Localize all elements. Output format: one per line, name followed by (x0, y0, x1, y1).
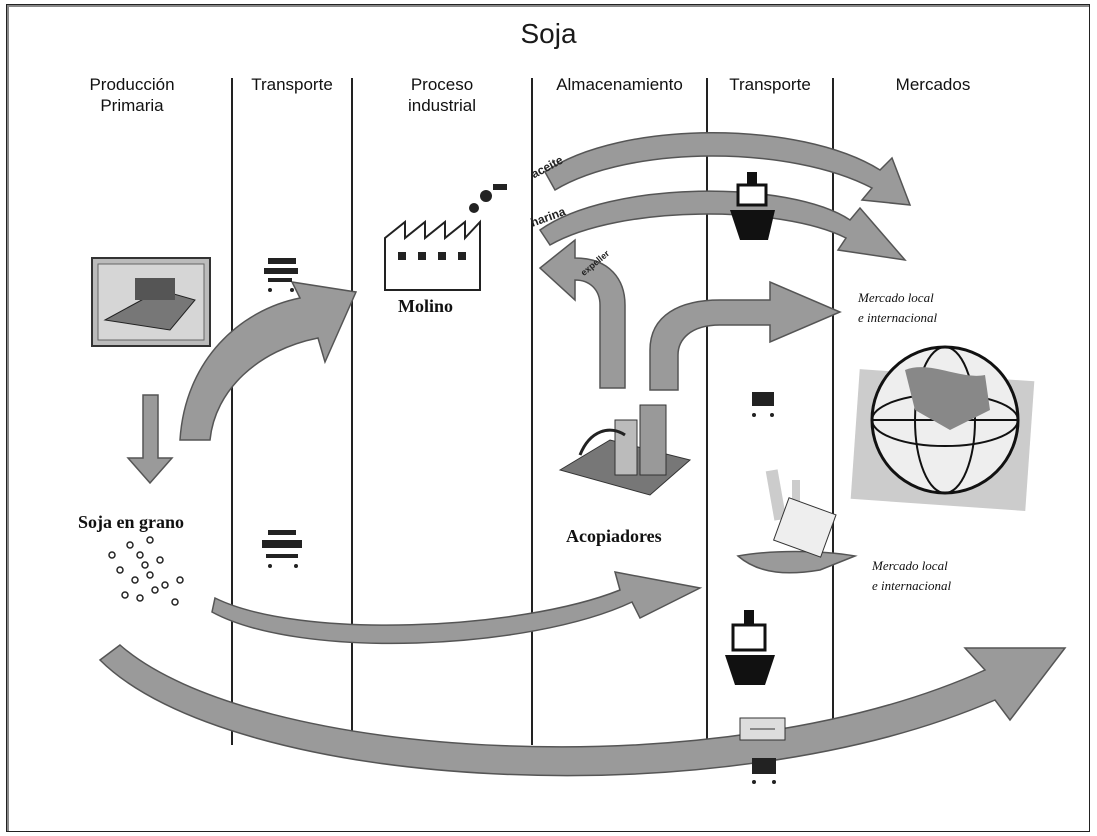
arrow-grain-storage (211, 571, 703, 645)
column-header-almacenamiento: Almacenamiento (556, 75, 683, 94)
contract-icon (765, 469, 837, 558)
harvester-icon (91, 257, 211, 347)
column-header-produccion: Producción Primaria (89, 75, 175, 115)
column-header-transporte-1: Transporte (251, 75, 333, 94)
ship-icon-2 (725, 610, 775, 685)
arrow-aceite (544, 132, 912, 206)
arrow-harina (538, 190, 907, 262)
train-icon (262, 530, 302, 568)
label-mercado-local-1: Mercado local e internacional (858, 290, 938, 325)
globe-icon (850, 345, 1035, 511)
arrow-grain-export (98, 644, 1067, 777)
arrow-storage-mill (538, 238, 626, 389)
column-header-proceso-industrial: Proceso industrial (407, 75, 477, 115)
column-header-transporte-2: Transporte (729, 75, 811, 94)
label-mercado-local-2: Mercado local e internacional (872, 558, 952, 593)
factory-icon (384, 184, 507, 291)
warehouse-icon (558, 404, 692, 496)
column-header-mercados: Mercados (895, 75, 971, 94)
arrow-storage-market (649, 280, 842, 391)
label-soja-en-grano: Soja en grano (78, 512, 185, 532)
soybean-icon (108, 536, 184, 606)
label-acopiadores: Acopiadores (566, 526, 662, 546)
arrow-production-mill (179, 281, 358, 441)
label-molino: Molino (398, 296, 454, 316)
arrow-contract-market (736, 550, 858, 574)
train-car-icon (739, 717, 786, 741)
train-icon-2 (752, 392, 774, 417)
train-icon-3 (752, 758, 776, 784)
arrow-production-down (126, 394, 174, 485)
ship-icon (730, 172, 775, 240)
truck-icon (264, 258, 298, 292)
diagram-title: Soja (520, 18, 577, 49)
